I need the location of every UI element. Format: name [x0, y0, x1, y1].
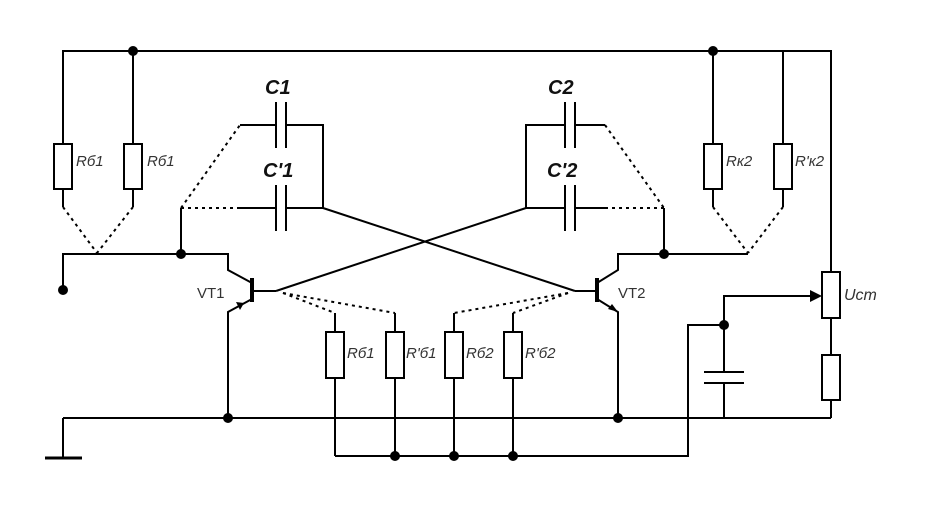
vt1-collector-wire — [62, 253, 253, 290]
transistor-vt2 — [575, 253, 748, 418]
label-ust: Uст — [844, 287, 877, 304]
cross-wire-1 — [322, 207, 576, 292]
potentiometer-ust — [723, 271, 841, 418]
capacitor-filter — [704, 325, 744, 418]
label-vt2: VT2 — [618, 285, 646, 302]
resistor-rb1-prime-bottom — [385, 313, 405, 456]
label-rb1-left-a: Rб1 — [76, 153, 104, 170]
capacitor-c2-prime — [526, 185, 605, 231]
resistor-rb2-bottom — [444, 313, 464, 456]
resistor-rb1-left-a — [53, 143, 98, 254]
label-rb1-bottom: Rб1 — [347, 345, 375, 362]
label-rb2-prime-bottom: R'б2 — [525, 345, 556, 362]
resistor-rb2-prime-bottom — [503, 313, 523, 456]
label-rb1-left-b: Rб1 — [147, 153, 175, 170]
top-rail — [62, 46, 832, 272]
label-rb1-prime-bottom: R'б1 — [406, 345, 436, 362]
label-c2: C2 — [548, 77, 574, 99]
label-vt1: VT1 — [197, 285, 225, 302]
capacitor-c2 — [525, 102, 605, 208]
label-c2-prime: C'2 — [547, 160, 577, 182]
capacitor-c1 — [240, 102, 324, 208]
cross-wire-2 — [275, 207, 527, 292]
resistor-rb1-left-b — [96, 143, 143, 254]
resistor-rb1-bottom — [325, 313, 345, 456]
resistor-rk2 — [703, 143, 749, 254]
transistor-vt1 — [227, 278, 276, 418]
ground-rail — [45, 417, 831, 460]
capacitor-c1-prime — [240, 185, 323, 231]
label-rk2: Rк2 — [726, 153, 753, 170]
label-rb2-bottom: Rб2 — [466, 345, 494, 362]
label-rk2-prime: R'к2 — [795, 153, 825, 170]
terminal-dot — [58, 285, 68, 295]
resistor-rk2-prime — [747, 143, 793, 254]
label-c1-prime: C'1 — [263, 160, 293, 182]
label-c1: C1 — [265, 77, 291, 99]
